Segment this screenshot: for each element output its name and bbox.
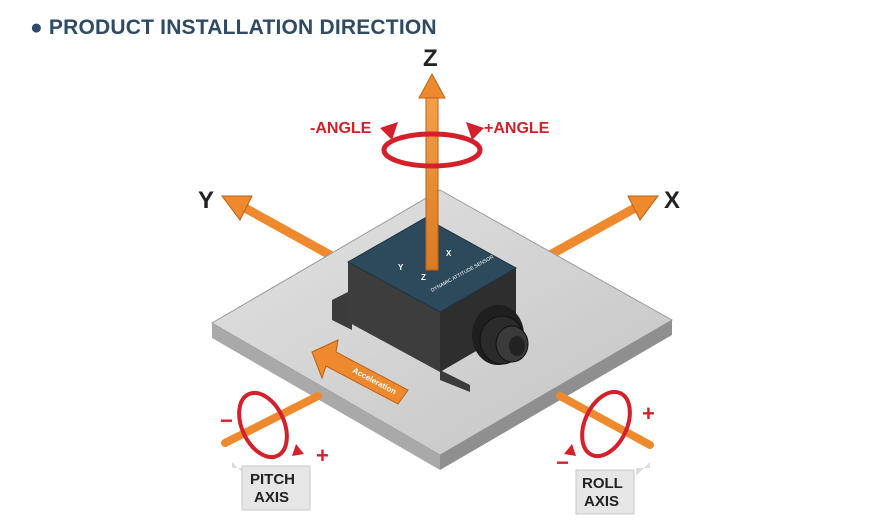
- pitch-rotation-icon: [237, 390, 289, 460]
- y-axis-arrow: [221, 195, 335, 260]
- pitch-label-line2: AXIS: [254, 489, 289, 506]
- z-axis-arrow: [418, 72, 446, 271]
- x-axis-arrow: [545, 195, 659, 260]
- title-text: PRODUCT INSTALLATION DIRECTION: [48, 16, 437, 39]
- sensor-mini-y: Y: [398, 263, 404, 272]
- pitch-label-line1: PITCH: [250, 471, 295, 488]
- roll-label-line1: ROLL: [582, 475, 623, 492]
- z-rotation-icon: [380, 122, 484, 169]
- pitch-axis: − +: [220, 390, 329, 468]
- y-axis-label: Y: [198, 187, 214, 214]
- roll-rotation-icon: [580, 389, 632, 459]
- sensor-mini-x: X: [446, 249, 452, 258]
- title-bullet: ●: [30, 16, 43, 39]
- positive-angle-label: +ANGLE: [484, 120, 550, 137]
- cable-gland-icon: [472, 305, 529, 365]
- x-axis-label: X: [664, 187, 680, 214]
- roll-axis: − +: [556, 389, 655, 475]
- negative-angle-label: -ANGLE: [310, 120, 372, 137]
- sensor-mini-z: Z: [421, 273, 426, 282]
- pitch-plus: +: [316, 443, 329, 468]
- pitch-minus: −: [220, 408, 233, 433]
- roll-minus: −: [556, 450, 569, 475]
- z-axis-label: Z: [423, 45, 438, 72]
- pitch-axis-tag: PITCH AXIS: [232, 462, 311, 511]
- roll-label-line2: AXIS: [584, 493, 619, 510]
- page-title: ●PRODUCT INSTALLATION DIRECTION: [30, 16, 437, 40]
- roll-plus: +: [642, 401, 655, 426]
- roll-axis-tag: ROLL AXIS: [575, 462, 650, 515]
